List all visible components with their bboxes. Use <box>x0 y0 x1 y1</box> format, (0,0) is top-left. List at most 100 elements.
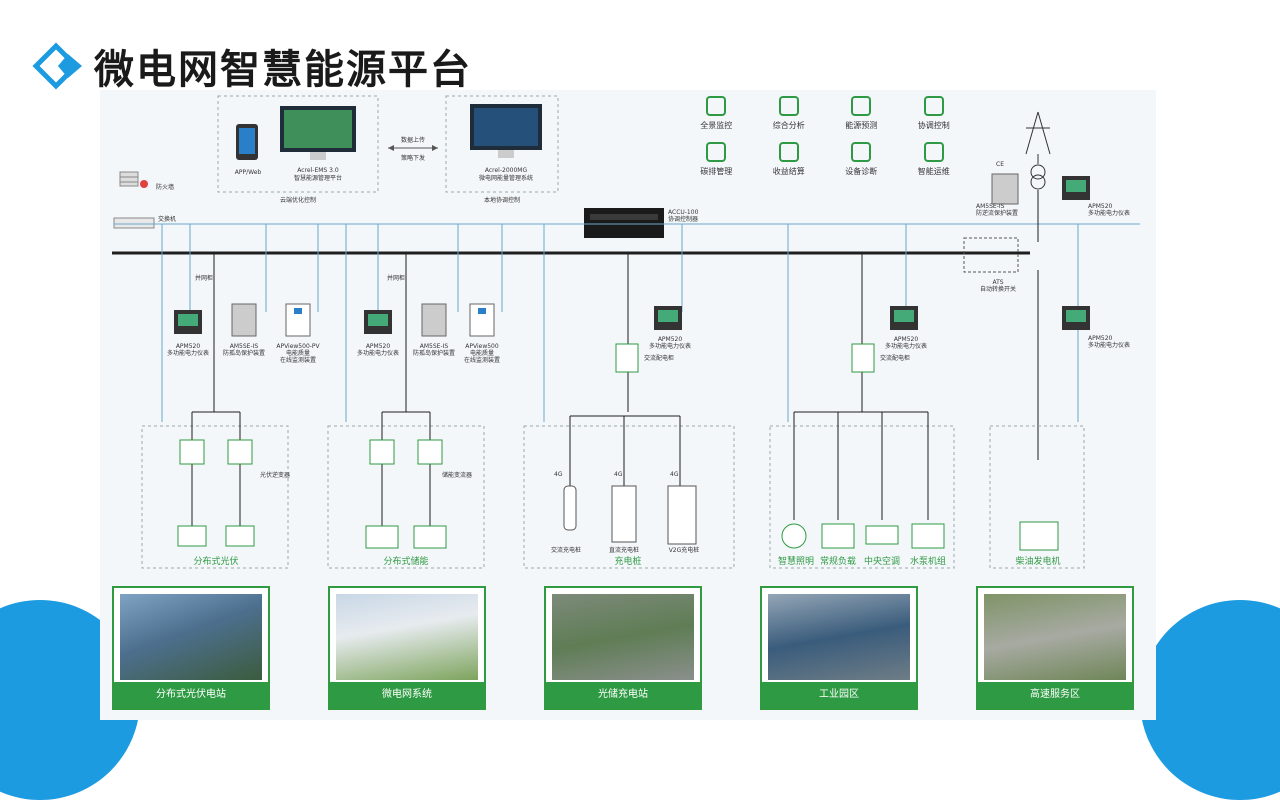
dc-charger-label: 直流充电桩 <box>609 546 639 554</box>
charge-group-title: 充电桩 <box>614 555 641 567</box>
page-header: 微电网智慧能源平台 <box>30 40 472 93</box>
meter-icon <box>1062 176 1090 200</box>
meter-icon <box>364 310 392 334</box>
protector-icon <box>991 173 1019 205</box>
photo-label: 分布式光伏电站 <box>114 682 268 708</box>
bwg-label-2: 并网柜 <box>387 274 405 282</box>
photo-label: 工业园区 <box>762 682 916 708</box>
accu-controller-icon <box>584 208 664 238</box>
photo-label: 高速服务区 <box>978 682 1132 708</box>
solar-panel-icon <box>177 525 207 547</box>
apm520-desc-3: 多功能电力仪表 <box>649 342 691 350</box>
feature-item: 能源预测 <box>825 96 898 136</box>
decor-arc-right <box>1140 600 1280 800</box>
meter-icon <box>1062 306 1090 330</box>
meter-icon <box>890 306 918 330</box>
apm520-name-3: APM520 <box>658 336 683 343</box>
pv-group-box <box>141 425 289 569</box>
protector-icon <box>231 303 257 337</box>
feature-label: 智能运维 <box>917 167 950 176</box>
monitor-icon <box>706 96 727 116</box>
solar-panel-icon <box>225 525 255 547</box>
photo-label: 光储充电站 <box>546 682 700 708</box>
feature-item: 收益结算 <box>753 142 826 182</box>
load-group-box <box>769 425 955 569</box>
apm520-desc-1: 多功能电力仪表 <box>167 349 209 357</box>
photo-service-area <box>984 594 1126 680</box>
ac-box-icon <box>615 343 639 373</box>
battery-icon <box>365 525 399 549</box>
apm520-name-5: APM520 <box>1088 203 1113 210</box>
cloud-box <box>217 95 379 193</box>
bwg-label-1: 并网柜 <box>195 274 213 282</box>
carbon-icon <box>706 142 727 162</box>
feature-item: 全景监控 <box>680 96 753 136</box>
diagram-canvas: APP/Web Acrel-EMS 3.0 智慧能源管理平台 云端优化控制 数据… <box>112 95 1140 569</box>
v2g-charger-icon <box>667 485 697 545</box>
meter-icon <box>174 310 202 334</box>
photo-microgrid <box>336 594 478 680</box>
converter-icon <box>369 439 395 465</box>
ats-name: ATS <box>992 279 1003 286</box>
gen-group-box <box>989 425 1085 569</box>
comm-drops <box>161 224 1079 422</box>
battery-icon <box>413 525 447 549</box>
ems-monitor-icon <box>280 106 356 160</box>
feeder-lines <box>213 253 1039 460</box>
photo-card-service-area[interactable]: 高速服务区 <box>976 586 1134 710</box>
photo-card-industrial-park[interactable]: 工业园区 <box>760 586 918 710</box>
am5se-desc-1: 防孤岛保护装置 <box>223 349 265 357</box>
photo-label: 微电网系统 <box>330 682 484 708</box>
ce-mark-1: CE <box>996 161 1004 168</box>
phone-icon <box>236 124 258 160</box>
feature-label: 碳排管理 <box>700 167 733 176</box>
apm520-desc-5: 多功能电力仪表 <box>1088 209 1130 217</box>
firewall-label: 防火墙 <box>156 183 174 191</box>
feature-label: 全景监控 <box>700 121 733 130</box>
apview500pv-d1: 电能质量 <box>286 349 310 357</box>
quality-monitor-icon <box>285 303 311 337</box>
pv-branch-lines <box>191 411 241 526</box>
mg-name: Acrel-2000MG <box>485 167 528 174</box>
inverter-icon <box>179 439 205 465</box>
charge-branch-lines <box>569 415 681 486</box>
load-item-2: 常规负载 <box>820 555 856 567</box>
photo-card-pv-plant[interactable]: 分布式光伏电站 <box>112 586 270 710</box>
ac-box-label-1: 交流配电柜 <box>644 354 674 362</box>
am5se-desc-r: 防逆流保护装置 <box>976 209 1018 217</box>
transformer-icon <box>1030 164 1046 190</box>
ats-box <box>963 237 1019 273</box>
apm520-desc-4: 多功能电力仪表 <box>885 342 927 350</box>
photo-card-microgrid[interactable]: 微电网系统 <box>328 586 486 710</box>
storage-branch-lines <box>381 411 431 526</box>
diagnosis-icon <box>851 142 872 162</box>
storage-group-box <box>327 425 485 569</box>
photo-card-charging-station[interactable]: 光储充电站 <box>544 586 702 710</box>
data-exchange-arrow <box>388 145 438 151</box>
load-item-1: 智慧照明 <box>778 555 814 567</box>
accu-desc: 协调控制器 <box>668 215 698 223</box>
apview500pv-name: APView500-PV <box>276 343 320 350</box>
protector-icon <box>421 303 447 337</box>
accu-name: ACCU-100 <box>668 209 699 216</box>
apview500-name: APView500 <box>465 343 499 350</box>
pv-group-title: 分布式光伏 <box>193 555 238 567</box>
analysis-icon <box>778 96 799 116</box>
pump-icon <box>911 523 945 549</box>
ats-desc: 自动转换开关 <box>980 285 1016 293</box>
motor-icon <box>821 523 855 549</box>
inverter-icon <box>227 439 253 465</box>
net-label-1: 4G <box>554 471 563 478</box>
gear-icon <box>923 142 944 162</box>
ems-name: Acrel-EMS 3.0 <box>297 167 339 174</box>
feature-label: 综合分析 <box>772 121 805 130</box>
ems-desc: 智慧能源管理平台 <box>294 174 342 182</box>
feature-grid: 全景监控综合分析能源预测协调控制碳排管理收益结算设备诊断智能运维 <box>680 96 970 182</box>
charge-group-box <box>523 425 735 569</box>
photo-charging-station <box>552 594 694 680</box>
apview500-d1: 电能质量 <box>470 349 494 357</box>
feature-item: 碳排管理 <box>680 142 753 182</box>
feature-item: 综合分析 <box>753 96 826 136</box>
feature-item: 智能运维 <box>898 142 971 182</box>
storage-converter-label: 储能变流器 <box>442 471 472 479</box>
